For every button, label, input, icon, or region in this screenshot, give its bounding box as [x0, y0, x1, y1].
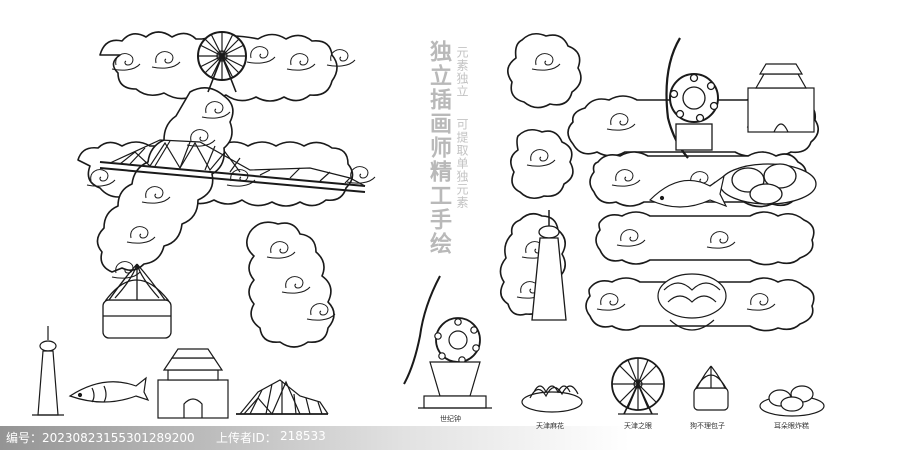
poster-subtitle-part-2: 可提取单独元素 [455, 118, 469, 209]
poster-subtitle-part-1: 元素独立 [455, 46, 469, 98]
element-fish [68, 376, 150, 403]
element-century-clock [403, 275, 492, 409]
uploader-label: 上传者ID： [216, 431, 277, 445]
baozi-drawing [102, 263, 172, 339]
jin-dot-middle [510, 128, 574, 200]
tv-tower-on-jin [531, 210, 567, 321]
fried-cake-on-jin [719, 163, 817, 205]
element-fried-cake [759, 385, 825, 417]
jin-bar-3 [595, 211, 815, 266]
mahua-on-jin [657, 273, 727, 331]
element-gate-tower [157, 348, 229, 419]
uploader-id: 218533 [280, 429, 326, 443]
ferris-wheel-drawing [197, 31, 247, 93]
element-tianjin-eye [611, 357, 665, 415]
watermark-footer: 编号：20230823155301289200 上传者ID： 218533 [0, 426, 900, 450]
gate-tower-on-jin [747, 63, 815, 133]
caption-century-clock: 世纪钟 [440, 415, 461, 423]
character-tian [77, 31, 376, 348]
poster-title: 独立插画师精工手绘 [426, 40, 451, 256]
element-tv-tower [32, 326, 64, 416]
jin-dot-top [507, 32, 582, 109]
tian-vertical-stroke [96, 87, 234, 273]
element-baozi [693, 365, 729, 411]
fish-on-jin [648, 174, 728, 208]
bridge-drawing [99, 139, 366, 193]
element-mahua [521, 385, 583, 413]
tian-right-falling-stroke [246, 221, 335, 348]
element-bridge [236, 379, 329, 416]
century-clock-on-jin [665, 37, 719, 159]
image-id-text: 编号：20230823155301289200 [6, 431, 195, 445]
